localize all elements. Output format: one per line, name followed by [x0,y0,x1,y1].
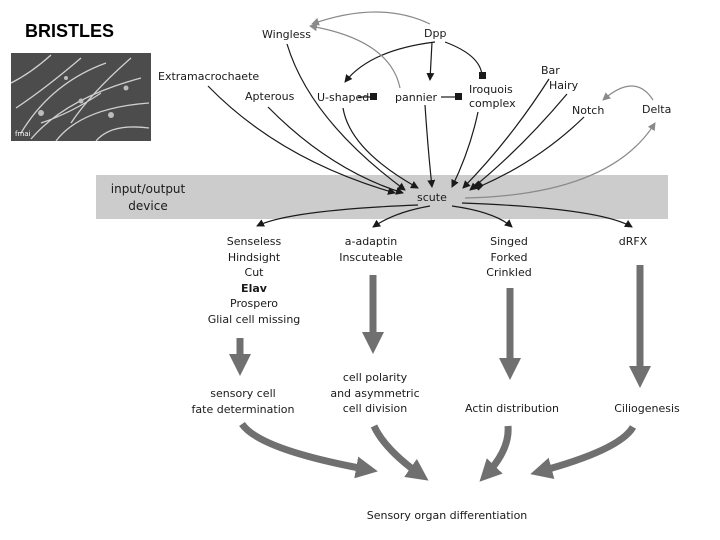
final-outcome: Sensory organ differentiation [366,509,528,522]
process-2-line1: cell polarity [342,371,408,384]
process-2-line2: and asymmetric [330,386,420,400]
thick-converge-3 [479,425,512,482]
gene-hindsight: Hindsight [227,250,281,264]
edge-dpp-pannier [426,41,435,81]
edge-dpp-wingless [311,11,431,26]
output-genes-1: Senseless Hindsight Cut Elav Prospero Gl… [208,234,301,327]
repress-mark [479,72,486,79]
repress-mark [473,180,484,191]
repress-mark [455,93,462,100]
node-ushaped: U-shaped [317,91,370,104]
gene-glial-cell-missing: Glial cell missing [207,312,301,326]
gene-cut: Cut [244,266,264,279]
node-apterous: Apterous [245,90,295,103]
io-label: input/output device [111,181,186,215]
edge-delta-notch [602,85,654,101]
node-iroquois: Iroquois complex [469,83,516,111]
thick-converge-1 [239,421,378,479]
title: BRISTLES [25,21,115,41]
gene-elav: Elav [241,281,267,295]
thick-converge-2 [370,424,429,481]
edge-notch-scute [480,116,585,187]
gene-forked: Forked [490,250,528,264]
edge-scute-delta [464,122,656,199]
edge-scute-senseless [256,204,419,227]
gene-prospero: Prospero [230,297,278,310]
gene-crinkled: Crinkled [486,266,532,279]
process-2: cell polarity and asymmetric cell divisi… [330,370,419,417]
gene-singed: Singed [490,235,528,248]
process-1-line1: sensory cell [210,387,276,400]
output-genes-2: a-adaptin Inscuteable [339,234,403,265]
edge-dpp-iroquois [444,41,483,76]
node-hairy: Hairy [549,79,579,92]
edge-pannier-scute [424,104,436,188]
process-3-line1: Actin distribution [465,402,559,415]
process-1: sensory cell fate determination [192,386,295,417]
photo-tag: fmai [15,130,31,138]
node-iroquois-line2: complex [469,97,516,110]
thick-converge-4 [530,425,637,479]
edge-dpp-ushaped [344,41,436,83]
process-2-line3: cell division [342,402,408,415]
edge-wingless-scute [286,43,406,191]
node-dpp: Dpp [424,27,447,40]
edge-extramacrochaete-scute [207,85,396,195]
io-label-line1: input/output [110,182,186,196]
gene-a-adaptin: a-adaptin [344,235,398,248]
edge-apterous-scute [267,106,404,195]
edge-scute-singed [451,205,513,228]
edge-scute-drfx [461,202,633,228]
node-notch: Notch [572,104,605,117]
process-4: Ciliogenesis [614,401,680,417]
output-genes-4: dRFX [619,234,648,250]
edge-ushaped-scute [342,107,419,189]
process-1-line2: fate determination [191,402,295,416]
node-delta: Delta [642,103,672,116]
process-4-line1: Ciliogenesis [614,402,680,415]
node-extramacrochaete: Extramacrochaete [158,70,260,83]
node-pannier: pannier [395,91,438,104]
edge-pannier-wingless [309,23,401,89]
node-bar: Bar [541,64,560,77]
node-iroquois-line1: Iroquois [469,83,513,96]
gene-inscuteable: Inscuteable [339,250,403,264]
repress-mark [370,93,377,100]
bristles-micrograph: fmai [11,53,151,141]
edge-iroquois-scute [451,111,479,188]
edge-hairy-scute [469,93,568,191]
edge-scute-adaptin [372,205,431,228]
gene-senseless: Senseless [226,235,282,248]
node-wingless: Wingless [262,28,311,41]
edge-bar-scute [462,78,550,189]
io-label-line2: device [128,199,168,213]
hub-scute: scute [417,191,447,204]
gene-drfx: dRFX [618,235,648,248]
process-3: Actin distribution [465,401,559,417]
output-genes-3: Singed Forked Crinkled [486,234,531,281]
